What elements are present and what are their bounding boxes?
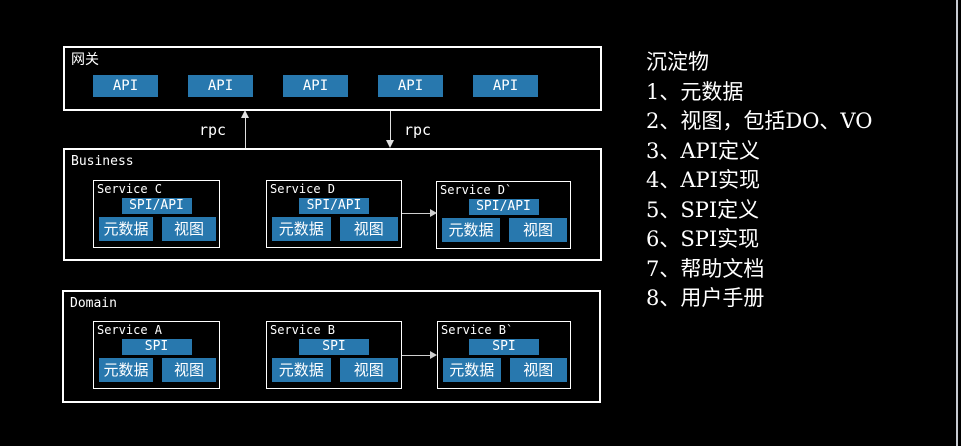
- gateway-label: 网关: [71, 52, 99, 68]
- view-block: 视图: [162, 217, 216, 241]
- rpc-up-arrow-head: [241, 110, 249, 118]
- rpc-up-arrow-line: [245, 118, 246, 148]
- rpc-down-arrow-line: [390, 111, 391, 141]
- legend-item: 5、SPI定义: [646, 197, 760, 222]
- view-block: 视图: [509, 358, 567, 382]
- spi-api-block: SPI/API: [468, 199, 539, 215]
- view-block: 视图: [509, 218, 567, 242]
- api-block: API: [378, 75, 443, 97]
- page-edge-line: [956, 0, 958, 446]
- service-box-d-prime: Service D` SPI/API 元数据 视图: [436, 181, 571, 249]
- view-block: 视图: [339, 358, 398, 382]
- view-block: 视图: [162, 358, 216, 382]
- legend-title: 沉淀物: [646, 50, 709, 74]
- spi-block: SPI: [469, 339, 539, 355]
- spi-block: SPI: [299, 339, 369, 355]
- spi-block: SPI: [121, 339, 192, 355]
- service-box-c: Service C SPI/API 元数据 视图: [93, 180, 220, 248]
- rpc-label-right: rpc: [404, 121, 432, 139]
- domain-box: Domain Service A SPI 元数据 视图 Service B SP…: [62, 290, 601, 403]
- business-box: Business Service C SPI/API 元数据 视图 Servic…: [63, 148, 602, 261]
- service-link-arrow-line: [402, 213, 430, 214]
- service-title: Service D`: [440, 183, 513, 197]
- spi-api-block: SPI/API: [299, 198, 369, 214]
- service-title: Service A: [97, 323, 163, 337]
- rpc-label-left: rpc: [199, 121, 227, 139]
- domain-label: Domain: [70, 296, 117, 311]
- service-title: Service D: [270, 182, 336, 196]
- api-block: API: [473, 75, 538, 97]
- service-title: Service B: [270, 323, 336, 337]
- view-block: 视图: [339, 217, 398, 241]
- gateway-box: 网关 API API API API API: [63, 46, 602, 111]
- api-block: API: [283, 75, 348, 97]
- service-link-arrow-head: [430, 209, 437, 217]
- metadata-block: 元数据: [272, 358, 331, 382]
- metadata-block: 元数据: [272, 217, 331, 241]
- legend-item: 6、SPI实现: [646, 227, 760, 251]
- metadata-block: 元数据: [443, 358, 501, 382]
- api-block: API: [188, 75, 253, 97]
- service-link-arrow-head: [430, 351, 437, 359]
- service-box-b: Service B SPI 元数据 视图: [266, 321, 402, 389]
- legend-item: 2、视图，包括DO、VO: [646, 109, 873, 133]
- service-box-d: Service D SPI/API 元数据 视图: [266, 180, 402, 248]
- legend-item: 8、用户手册: [646, 286, 765, 310]
- legend-item: 3、API定义: [646, 138, 760, 163]
- legend-item: 4、API实现: [646, 168, 760, 192]
- metadata-block: 元数据: [99, 217, 153, 241]
- service-link-arrow-line: [402, 355, 430, 356]
- legend-item: 7、帮助文档: [646, 256, 765, 281]
- spi-api-block: SPI/API: [121, 198, 192, 214]
- metadata-block: 元数据: [442, 218, 500, 242]
- api-block: API: [93, 75, 158, 97]
- business-label: Business: [71, 154, 134, 169]
- legend-item: 1、元数据: [646, 79, 744, 104]
- service-title: Service C: [97, 182, 163, 196]
- service-box-a: Service A SPI 元数据 视图: [93, 321, 220, 389]
- metadata-block: 元数据: [99, 358, 153, 382]
- rpc-down-arrow-head: [386, 140, 394, 148]
- legend-panel: 沉淀物 1、元数据 2、视图，包括DO、VO 3、API定义 4、API实现 5…: [646, 48, 872, 314]
- service-title: Service B`: [441, 323, 514, 337]
- service-box-b-prime: Service B` SPI 元数据 视图: [437, 321, 571, 389]
